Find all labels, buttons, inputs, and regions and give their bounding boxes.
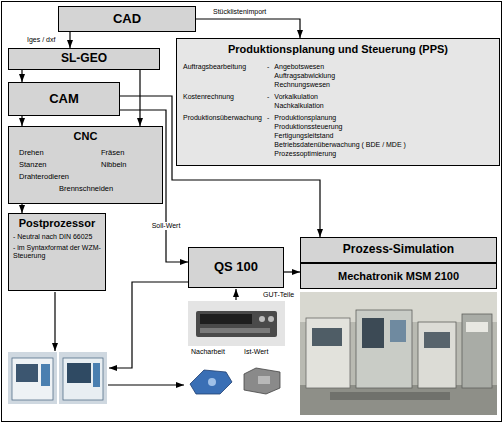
box-text: Betriebsdatenüberwachung ( BDE / MDE ) (274, 141, 406, 149)
photo-ground (59, 352, 107, 404)
box-text: Prozessoptimierung (274, 150, 336, 158)
box-text: Brennschneiden (59, 185, 113, 194)
connector-arrow (69, 32, 70, 48)
process-box: SL-GEO (8, 48, 160, 70)
photo-ground (300, 292, 497, 415)
connector-arrow (21, 116, 22, 126)
device-keys (200, 328, 270, 333)
photo-caption: Ist-Wert (243, 348, 269, 356)
machine-tool-photo (8, 352, 107, 404)
machine-window (362, 318, 384, 348)
box-text: Produktionssteuerung (274, 123, 342, 131)
box-text: Produktionsplanung (274, 114, 336, 122)
box-text: Vorkalkulation (274, 93, 318, 101)
machine-shape (462, 314, 492, 388)
process-box: Prozess-Simulation (300, 237, 497, 263)
photo-ground (8, 352, 57, 404)
reworked-part (190, 370, 232, 394)
control-panel (41, 364, 50, 386)
machine-shape (12, 358, 53, 400)
machine-window (67, 363, 91, 383)
edge-label: GUT-Teile (262, 291, 295, 299)
connector-arrow (139, 70, 140, 126)
box-text: Fertigungsleitstand (274, 132, 333, 140)
box-text: - (267, 114, 269, 122)
flow-arrow (235, 289, 236, 300)
box-heading: CAD (113, 12, 141, 27)
machine-shape (63, 358, 103, 400)
rework-arrow (109, 282, 188, 368)
box-text: Stanzen (19, 161, 47, 170)
process-box: CNC Drehen FräsenStanzen NibbelnDrahterodie… (8, 126, 163, 204)
machine-shape (306, 318, 350, 388)
control-panel (93, 363, 100, 387)
box-text: - (267, 93, 269, 101)
connector-arrow (284, 271, 300, 272)
part-bore (208, 378, 216, 386)
flow-arrow (108, 384, 184, 385)
box-text: Nibbeln (101, 161, 126, 170)
box-heading: Postprozessor (13, 217, 101, 230)
photo-floor (300, 385, 497, 415)
process-box: CAM (8, 82, 120, 116)
box-heading: SL-GEO (61, 52, 107, 66)
process-box: Mechatronik MSM 2100 (300, 263, 497, 289)
box-text: Fräsen (101, 149, 124, 158)
workpiece-photo (186, 360, 285, 398)
box-text: Nachkalkulation (274, 102, 323, 110)
process-box: CAD (58, 6, 196, 32)
control-panel (466, 322, 488, 332)
box-text: - Neutral nach DIN 66025 (13, 233, 101, 241)
box-text: Auftragsbearbeitung (183, 63, 246, 71)
machine-window (16, 364, 38, 382)
device-body (196, 311, 277, 337)
measuring-device-photo (188, 301, 285, 346)
measured-part (244, 368, 280, 394)
part-pocket (258, 376, 270, 384)
box-heading: QS 100 (214, 260, 258, 275)
flow-arrow (54, 292, 55, 351)
edge-label: Iges / dxf (26, 36, 56, 44)
box-text: Auftragsabwicklung (274, 72, 335, 80)
edge-label: Stücklistenimport (212, 8, 267, 16)
box-text: Rechnungswesen (274, 81, 330, 89)
control-panel (390, 320, 406, 342)
photo-ground (240, 360, 285, 398)
box-text: - im Syntaxformat der WZM-Steuerung (13, 244, 101, 260)
conveyor (330, 392, 450, 400)
box-text: Drahterodieren (19, 173, 69, 182)
box-text: Produktionsüberwachung (183, 114, 262, 122)
device-knob (259, 316, 265, 322)
device-display (200, 314, 252, 324)
process-box: QS 100 (188, 247, 284, 288)
connector-arrow (21, 204, 22, 213)
factory-photo (300, 292, 497, 415)
device-knob (268, 316, 274, 322)
box-heading: CAM (49, 92, 79, 107)
box-heading: Mechatronik MSM 2100 (338, 270, 459, 283)
edge-label: Soll-Wert (151, 222, 182, 230)
machine-shape (356, 310, 412, 388)
box-heading: Prozess-Simulation (343, 243, 454, 257)
machine-shape (418, 322, 456, 388)
machine-window (312, 328, 342, 346)
connector-arrow (21, 70, 22, 82)
photo-caption: Nacharbeit (190, 348, 226, 356)
photo-ground (186, 360, 236, 398)
box-text: Angebotswesen (274, 63, 324, 71)
box-text: - (267, 63, 269, 71)
box-text: Kostenrechnung (183, 93, 234, 101)
machine-window (424, 332, 450, 348)
box-heading: CNC (9, 130, 162, 143)
process-box: Produktionsplanung und Steuerung (PPS) Au… (176, 38, 500, 166)
process-box: Postprozessor - Neutral nach DIN 66025 - i… (8, 213, 106, 291)
box-heading: Produktionsplanung und Steuerung (PPS) (177, 43, 499, 56)
photo-ground (188, 301, 285, 346)
box-text: Drehen (19, 149, 44, 158)
connector-arrow (196, 19, 300, 38)
